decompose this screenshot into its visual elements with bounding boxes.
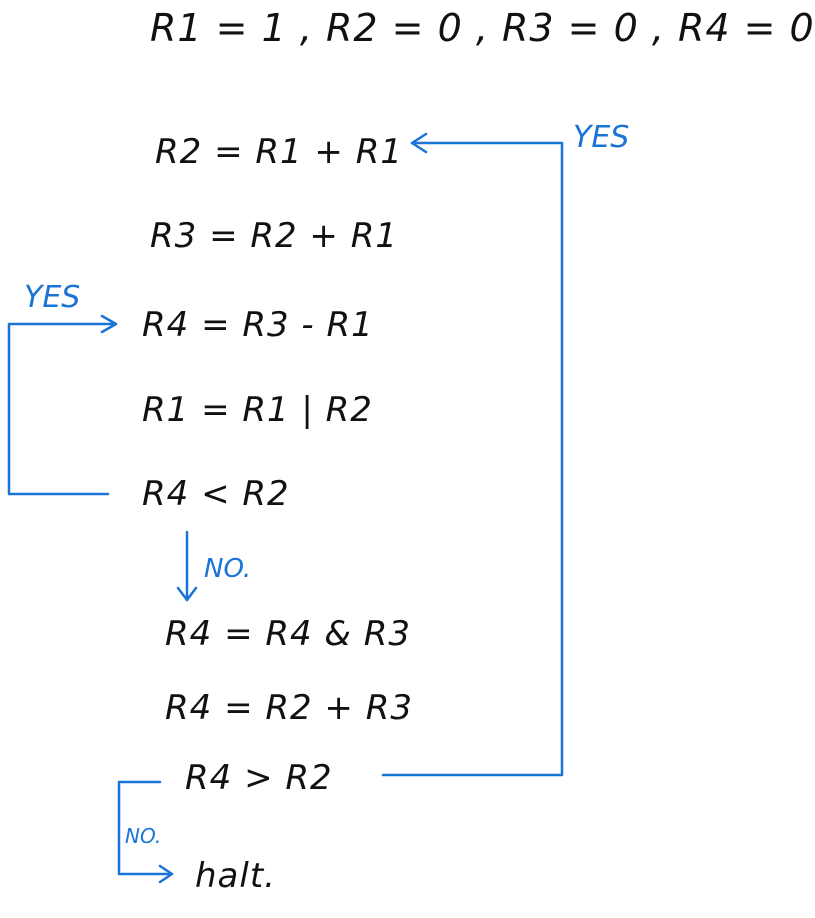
- arrow-no-outer: [117, 780, 174, 876]
- stmt-r4-add: R4 = R2 + R3: [165, 688, 413, 728]
- label-yes-inner: YES: [24, 280, 81, 315]
- flow-diagram: R1 = 1 , R2 = 0 , R3 = 0 , R4 = 0 R2 = R…: [7, 6, 814, 896]
- arrowhead-yes-outer: [410, 132, 428, 154]
- stmt-r1-or: R1 = R1 | R2: [142, 390, 373, 430]
- flow-arrows: [7, 132, 564, 884]
- arrow-yes-outer: [381, 141, 564, 777]
- stmt-r4-and: R4 = R4 & R3: [165, 614, 411, 654]
- halt-statement: halt.: [195, 856, 276, 896]
- arrowhead-yes-inner: [100, 314, 118, 334]
- arrowhead-no-outer: [158, 864, 174, 884]
- init-line: R1 = 1 , R2 = 0 , R3 = 0 , R4 = 0: [150, 6, 815, 50]
- arrow-yes-inner: [7, 322, 118, 496]
- cond-r4-gt-r2: R4 > R2: [185, 758, 333, 798]
- label-no-inner: NO.: [204, 554, 252, 584]
- cond-r4-lt-r2: R4 < R2: [142, 474, 290, 514]
- label-no-outer: NO.: [125, 824, 162, 848]
- stmt-r4-sub: R4 = R3 - R1: [142, 305, 374, 345]
- arrowhead-no-inner: [176, 586, 198, 602]
- stmt-r3-assign: R3 = R2 + R1: [150, 216, 398, 256]
- stmt-r2-assign: R2 = R1 + R1: [155, 132, 403, 172]
- label-yes-outer: YES: [573, 120, 630, 155]
